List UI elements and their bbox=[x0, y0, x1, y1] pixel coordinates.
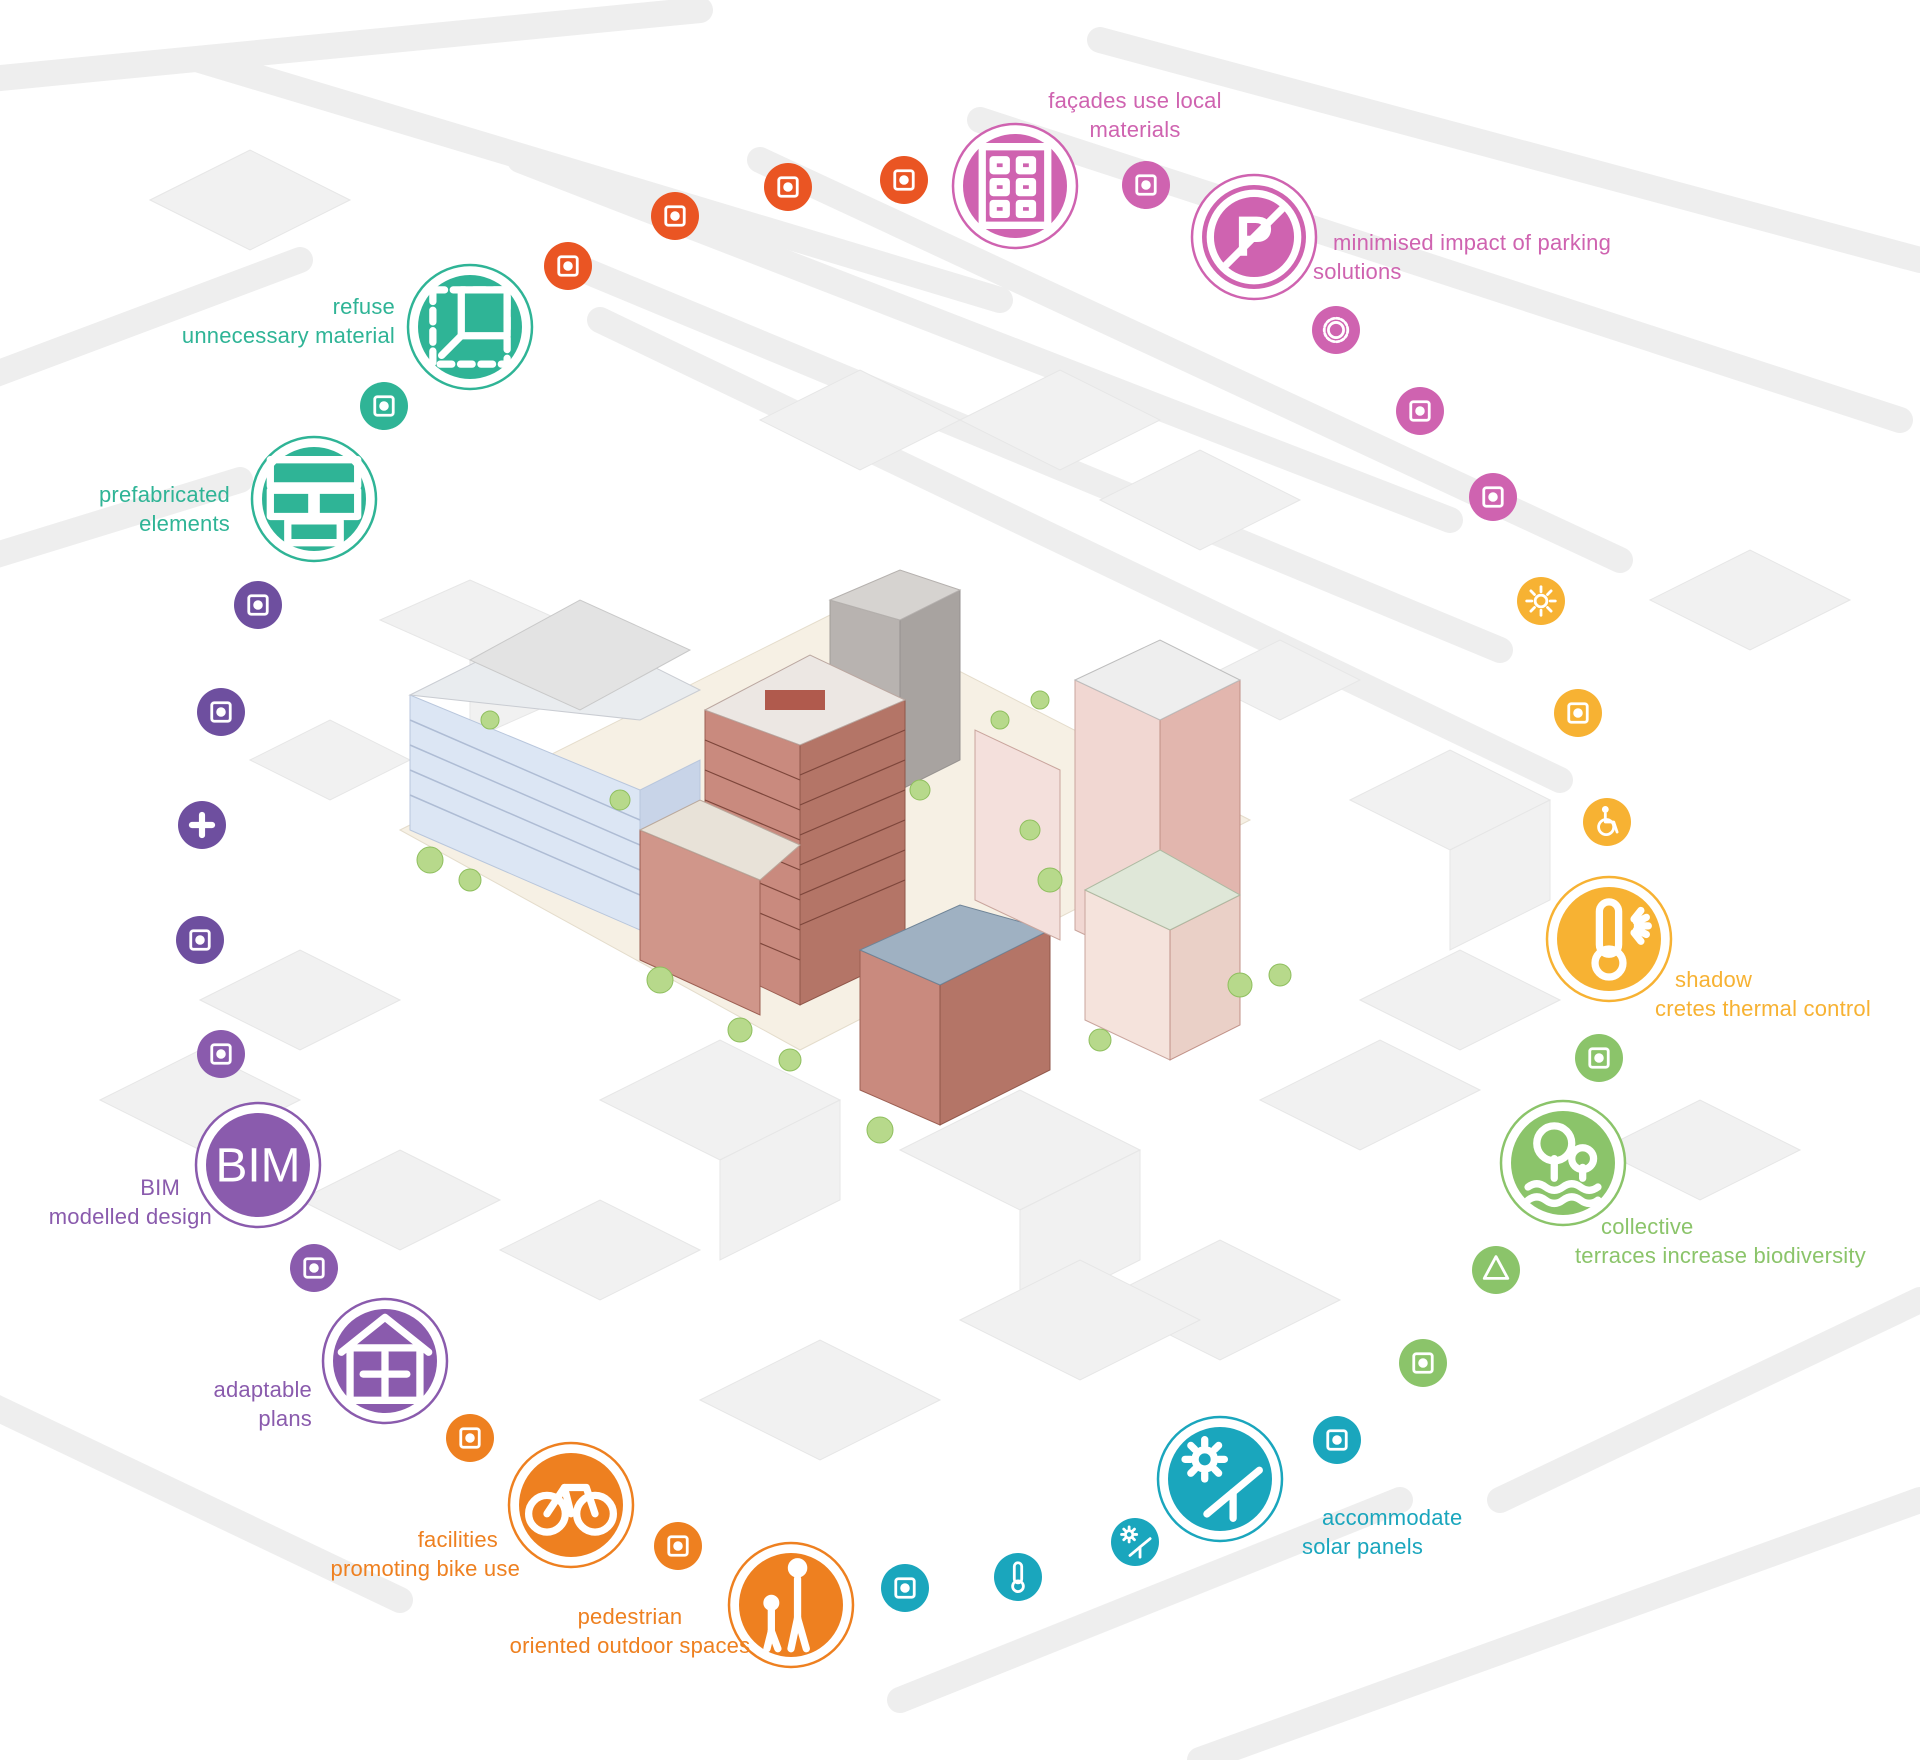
prefab-blocks-icon bbox=[250, 435, 378, 563]
thermometer-icon bbox=[994, 1553, 1042, 1601]
resize-frame-icon bbox=[406, 263, 534, 391]
community-arrows-icon bbox=[544, 242, 592, 290]
feature-markers: P BIM bbox=[176, 122, 1673, 1669]
thermometer-sun-icon bbox=[1545, 875, 1673, 1003]
route-icon bbox=[1396, 387, 1444, 435]
central-building-cluster bbox=[398, 569, 1292, 1144]
bricks-icon bbox=[290, 1244, 338, 1292]
wheelchair-icon bbox=[1583, 798, 1631, 846]
frame-small-icon bbox=[881, 1564, 929, 1612]
sun-icon bbox=[1517, 577, 1565, 625]
trees-water-icon bbox=[1499, 1099, 1627, 1227]
ring-icon bbox=[1312, 306, 1360, 354]
bicycle-icon bbox=[507, 1441, 635, 1569]
column-icon bbox=[1469, 473, 1517, 521]
rain-collect-icon bbox=[1399, 1339, 1447, 1387]
home-heart-icon bbox=[651, 192, 699, 240]
solar-small-icon bbox=[1111, 1518, 1159, 1566]
people-heart-icon bbox=[176, 916, 224, 964]
no-parking-icon: P bbox=[1190, 173, 1318, 301]
stairs-walker-icon bbox=[654, 1522, 702, 1570]
pedestrian-icon bbox=[727, 1541, 855, 1669]
house-gift-icon bbox=[880, 156, 928, 204]
crane-people-icon bbox=[234, 581, 282, 629]
group-circle-icon bbox=[764, 163, 812, 211]
adaptable-house-icon bbox=[321, 1297, 449, 1425]
house-arrows-icon bbox=[360, 382, 408, 430]
bim-icon: BIM bbox=[194, 1101, 322, 1229]
mesh-icon bbox=[197, 1030, 245, 1078]
svg-text:BIM: BIM bbox=[215, 1140, 300, 1193]
compass-icon bbox=[1313, 1416, 1361, 1464]
signpost-icon bbox=[1554, 689, 1602, 737]
solar-panel-icon bbox=[1156, 1415, 1284, 1543]
green-facade-icon bbox=[1575, 1034, 1623, 1082]
enter-icon bbox=[1122, 161, 1170, 209]
building-icon bbox=[951, 122, 1079, 250]
recycle-icon bbox=[1472, 1246, 1520, 1294]
plus-icon bbox=[178, 801, 226, 849]
ai-board-icon bbox=[197, 688, 245, 736]
hiker-icon bbox=[446, 1414, 494, 1462]
